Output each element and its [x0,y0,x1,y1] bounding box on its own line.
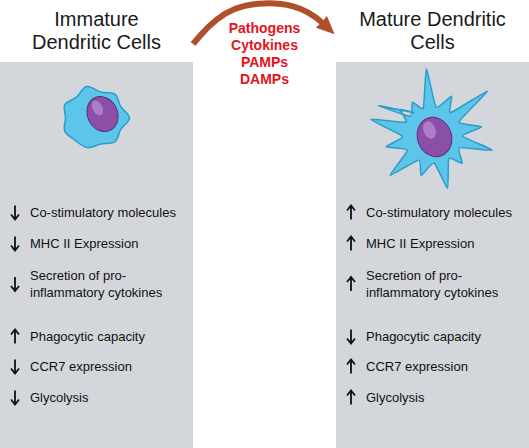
property-item: Co-stimulatory molecules [366,204,523,221]
property-item: Co-stimulatory molecules [30,204,187,221]
trend-arrow [11,277,19,291]
property-item: CCR7 expression [366,358,523,375]
property-item: Phagocytic capacity [30,328,187,345]
state-heading: Mature Dendritic Cells [358,8,508,54]
property-item: MHC II Expression [30,235,187,252]
property-item: Glycolysis [30,389,187,406]
trend-arrow [11,330,19,344]
trend-arrow [11,206,19,220]
trend-arrow [347,237,355,251]
property-item: Secretion of pro-inflammatory cytokines [30,267,187,301]
trend-arrow [11,360,19,374]
property-item: Glycolysis [366,389,523,406]
property-item: CCR7 expression [30,358,187,375]
cell-illustration [0,0,193,448]
trend-arrow [347,206,355,220]
stimulus-label: Pathogens Cytokines PAMPs DAMPs [223,20,307,88]
trend-arrow [11,391,19,405]
trend-arrow [347,391,355,405]
state-heading: Immature Dendritic Cells [22,8,172,54]
property-item: Secretion of pro-inflammatory cytokines [366,267,523,301]
cell-state-panel: Immature Dendritic CellsCo-stimulatory m… [0,0,193,448]
property-item: Phagocytic capacity [366,328,523,345]
trend-arrow [11,237,19,251]
trend-arrow [347,277,355,291]
trend-arrow [347,360,355,374]
cell-illustration [336,0,529,448]
property-item: MHC II Expression [366,235,523,252]
trend-arrow [347,330,355,344]
cell-state-panel: Mature Dendritic CellsCo-stimulatory mol… [336,0,529,448]
